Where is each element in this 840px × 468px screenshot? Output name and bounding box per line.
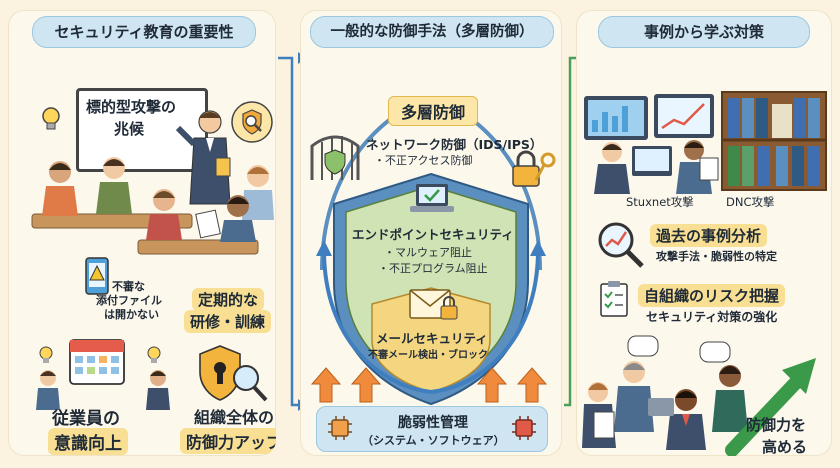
calendar-icon [69,339,125,385]
org-label-1: 組織全体の [194,408,275,427]
training-label-1: 定期的な [192,288,265,311]
cycle-arrows [316,240,546,394]
warning-text-2: 添付ファイル [96,294,162,307]
chip-icon [512,416,536,440]
team-scene [582,335,816,456]
shield-main [333,172,529,406]
lock-key-icon [512,150,556,187]
whiteboard-text-1: 標的型攻撃の [86,98,177,116]
analysis-title: 過去の事例分析 [650,224,768,247]
endpoint-sub-1: ・マルウェア阻止 [384,246,472,259]
warning-text-1: 不審な [112,280,145,293]
org-label-2: 防御力アップ [180,428,276,454]
vuln-box [316,406,548,452]
risk-sub: セキュリティ対策の強化 [646,310,778,324]
panel-case-studies: 事例から学ぶ対策 Stuxnet攻撃 DNC攻撃 過去の事例分析 攻撃手法・脆弱… [576,10,832,456]
training-label-2: 研修・訓練 [184,310,272,333]
office-scene [584,91,827,194]
lightbulb-icon [39,346,53,363]
mail-security-sub: 不審メール検出・ブロック [368,350,488,361]
result-label-1: 防御力を [746,416,807,434]
gate-icon [310,135,360,180]
phone-warning-icon [85,257,109,295]
lightbulb-icon [42,107,60,130]
risk-title: 自組織のリスク把握 [638,284,786,307]
vuln-title: 脆弱性管理 [398,415,468,431]
panel-title-security-education: セキュリティ教育の重要性 [32,16,256,48]
employee-figures [36,370,170,410]
lightbulb-icon [147,346,161,363]
network-defense-title: ネットワーク防御（IDS/IPS） [366,137,543,152]
chip-icon [328,416,352,440]
warning-text-3: は開かない [104,308,159,321]
case-stuxnet: Stuxnet攻撃 [626,195,694,209]
magnifier-chart-icon [598,222,644,268]
network-defense-sub: ・不正アクセス防御 [374,154,473,167]
whiteboard-text-2: 兆候 [114,120,145,138]
checklist-icon [600,281,628,317]
mail-security-title: メールセキュリティ [376,331,488,346]
up-arrows [310,367,548,403]
panel-title-case-studies: 事例から学ぶ対策 [598,16,810,48]
endpoint-title: エンドポイントセキュリティ [352,227,514,242]
students-group [31,157,274,255]
laptop-check-icon [410,184,454,212]
vuln-sub: （システム・ソフトウェア） [362,434,505,447]
endpoint-sub-2: ・不正プログラム阻止 [378,262,488,275]
case-dnc: DNC攻撃 [726,195,775,209]
envelope-lock-icon [409,289,458,320]
panel-title-defense-methods: 一般的な防御手法（多層防御） [310,16,554,48]
panel-defense-methods: 一般的な防御手法（多層防御） 多層防御 ネットワーク防御（IDS/IPS） ・不… [300,10,562,456]
magnifier-shield-icon [231,101,273,143]
panel-security-education: セキュリティ教育の重要性 標的型攻撃の 兆候 [8,10,276,456]
awareness-label-1: 従業員の [52,409,120,429]
result-label-2: 高める [762,438,808,456]
awareness-label-2: 意識向上 [48,428,128,455]
layered-defense-label: 多層防御 [388,96,479,126]
instructor-figure [175,110,231,205]
analysis-sub: 攻撃手法・脆弱性の特定 [656,250,777,263]
keyhole-shield-icon [199,345,268,402]
